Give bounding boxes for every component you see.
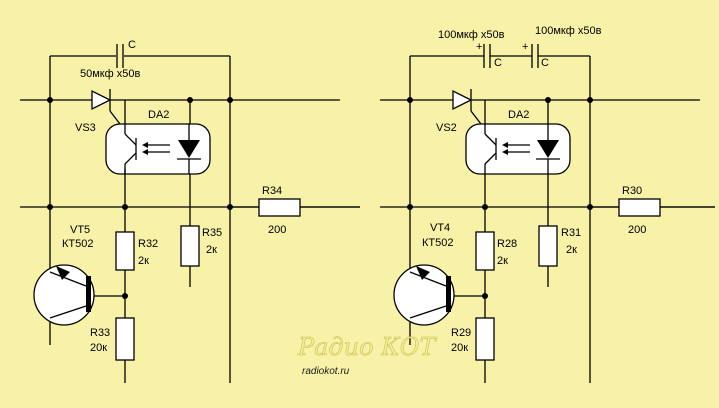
left-transistor-type: КТ502: [62, 238, 93, 250]
right-r31-label: R31: [561, 227, 581, 239]
right-circuit: 100мкф х50в 100мкф х50в + + C C VS2 DA2 …: [380, 25, 715, 383]
right-transistor-label: VT4: [430, 222, 450, 234]
right-r31-value: 2к: [566, 244, 577, 256]
right-r28-label: R28: [497, 238, 517, 250]
left-r33-label: R33: [90, 327, 110, 339]
right-r30-label: R30: [622, 185, 642, 197]
right-r28-value: 2к: [497, 255, 508, 267]
right-wires: [380, 55, 715, 383]
left-r34-label: R34: [262, 185, 282, 197]
right-transistor-type: КТ502: [422, 237, 453, 249]
right-capacitor-2: [531, 44, 539, 68]
left-transistor-label: VT5: [70, 224, 90, 236]
right-resistor-r29: [475, 317, 495, 361]
left-r33-value: 20к: [90, 342, 107, 354]
right-junctions: [407, 97, 593, 299]
right-cap1-plus: +: [476, 41, 482, 53]
left-capacitor: [116, 44, 124, 68]
left-r32-label: R32: [138, 238, 158, 250]
right-transistor-vt4: [393, 264, 455, 326]
left-transistor-vt5: [33, 264, 95, 326]
right-optocoupler-da2: [465, 100, 571, 175]
left-resistor-r32: [115, 231, 135, 271]
left-optocoupler-da2: [105, 100, 211, 175]
left-junctions: [47, 97, 233, 299]
right-resistor-r30: [618, 198, 661, 217]
right-cap2-plus: +: [522, 41, 528, 53]
left-opto-label: DA2: [148, 109, 169, 121]
left-r35-value: 2к: [206, 244, 217, 256]
right-thyristor-label: VS2: [436, 122, 457, 134]
right-r29-value: 20к: [451, 342, 468, 354]
right-capacitor-1: [483, 44, 491, 68]
right-r29-label: R29: [451, 327, 471, 339]
right-cap1-value: 100мкф х50в: [438, 29, 505, 41]
left-resistor-r33: [115, 317, 135, 361]
right-r30-value: 200: [628, 224, 646, 236]
right-thyristor-vs2: [452, 89, 482, 125]
left-r35-label: R35: [202, 227, 222, 239]
left-cap-value: 50мкф х50в: [80, 68, 140, 80]
right-resistor-r31: [538, 225, 558, 267]
right-cap2-label: C: [541, 57, 549, 69]
left-resistor-r35: [180, 225, 200, 267]
left-thyristor-label: VS3: [75, 122, 96, 134]
left-r32-value: 2к: [138, 255, 149, 267]
watermark-site: radiokot.ru: [302, 366, 350, 377]
right-opto-label: DA2: [508, 109, 529, 121]
watermark-logo: Радио КОТ: [297, 333, 437, 361]
right-cap2-value: 100мкф х50в: [535, 25, 602, 37]
left-cap-label: C: [128, 39, 136, 51]
right-resistor-r28: [475, 231, 495, 271]
left-circuit: C 50мкф х50в VS3 DA2 VT5 КТ502 R32 2к R3…: [20, 39, 360, 383]
left-thyristor-vs3: [91, 89, 121, 125]
right-cap1-label: C: [494, 57, 502, 69]
left-r34-value: 200: [268, 224, 286, 236]
left-resistor-r34: [258, 198, 301, 217]
